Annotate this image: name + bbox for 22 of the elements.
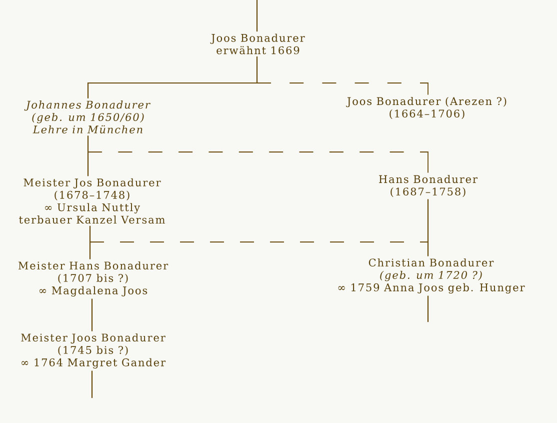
connector-line	[87, 152, 89, 176]
person-entry: Johannes Bonadurer (geb. um 1650/60) Lehre in München	[24, 100, 150, 134]
connector-line	[427, 242, 429, 256]
person-entry: Meister Joos Bonadurer (1745 bis ?) ∞ 1764 Margret Gander	[21, 333, 166, 369]
dashed-connector	[88, 152, 428, 174]
connector-line	[91, 298, 93, 332]
connector-line	[427, 296, 429, 322]
connector-line	[89, 226, 91, 242]
connector-line	[87, 136, 89, 152]
connector-line	[427, 199, 429, 242]
connector-line	[256, 0, 258, 32]
person-entry: Meister Hans Bonadurer (1707 bis ?) ∞ Magdalena Joos	[18, 261, 168, 297]
connector-line	[256, 56, 258, 83]
person-entry: Joos Bonadurer (Arezen ?) (1664–1706)	[346, 97, 506, 119]
connector-line	[87, 82, 257, 98]
connector-line	[91, 370, 93, 398]
person-entry: Christian Bonadurer (geb. um 1720 ?) ∞ 1759 Anna Joos geb. Hunger	[338, 258, 525, 294]
connector-line	[89, 242, 91, 260]
person-entry: Hans Bonadurer (1687–1758)	[379, 175, 478, 197]
person-entry: Meister Jos Bonadurer (1678–1748) ∞ Ursula Nuttly terbauer Kanzel Versam	[19, 178, 165, 224]
person-entry: Joos Bonadurer erwähnt 1669	[210, 34, 305, 54]
dashed-connector	[256, 82, 428, 96]
